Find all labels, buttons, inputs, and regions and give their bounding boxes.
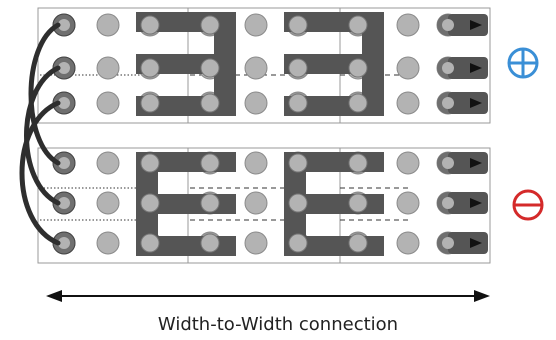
battery-post (140, 153, 160, 173)
battery-post (244, 231, 268, 255)
battery-post (200, 93, 220, 113)
jumper-cable (19, 100, 61, 246)
positive-terminal-icon (507, 47, 539, 79)
battery-post (288, 193, 308, 213)
battery-post (140, 15, 160, 35)
terminal-post-center (442, 97, 454, 109)
terminal-lug (448, 92, 488, 114)
battery-post (200, 153, 220, 173)
battery-post (396, 191, 420, 215)
battery-post (396, 56, 420, 80)
cable-post-center (58, 157, 70, 169)
battery-post (200, 193, 220, 213)
terminal-arrow (470, 198, 482, 208)
terminal-lug (448, 57, 488, 79)
bus-bar (136, 12, 236, 116)
battery-post (96, 13, 120, 37)
terminal-arrow (470, 238, 482, 248)
terminal-arrow (470, 98, 482, 108)
battery-post (140, 233, 160, 253)
jumper-cables (19, 13, 76, 255)
diagram-caption: Width-to-Width connection (157, 314, 399, 335)
battery-post (396, 231, 420, 255)
battery-post (96, 56, 120, 80)
cable-post-center (58, 197, 70, 209)
terminal-lug (448, 232, 488, 254)
battery-post (348, 93, 368, 113)
terminal-post-center (442, 237, 454, 249)
battery-post (244, 13, 268, 37)
battery-post (396, 151, 420, 175)
battery-post (96, 191, 120, 215)
battery-post (288, 233, 308, 253)
jumper-cable (28, 22, 61, 166)
terminal-lug (448, 14, 488, 36)
battery-post (140, 58, 160, 78)
bus-bar (284, 12, 384, 116)
battery-post (288, 15, 308, 35)
bus-bars (136, 12, 384, 256)
battery-post (140, 193, 160, 213)
battery-post (348, 58, 368, 78)
cable-post-center (58, 19, 70, 31)
cable-post-center (58, 62, 70, 74)
battery-post (288, 153, 308, 173)
terminal-lugs (437, 14, 488, 254)
terminal-lug (448, 152, 488, 174)
battery-post (244, 91, 268, 115)
negative-terminal-icon (512, 189, 544, 221)
battery-post (348, 15, 368, 35)
bus-bar (284, 152, 384, 256)
cable-post-center (58, 237, 70, 249)
terminal-post-center (442, 157, 454, 169)
battery-post (200, 15, 220, 35)
terminal-arrow (470, 158, 482, 168)
terminal-arrow (470, 20, 482, 30)
battery-post (348, 233, 368, 253)
battery-post (200, 233, 220, 253)
bus-bar (136, 152, 236, 256)
battery-post (396, 13, 420, 37)
terminal-arrow (470, 63, 482, 73)
terminal-post-center (442, 19, 454, 31)
battery-post (200, 58, 220, 78)
terminal-post-center (442, 197, 454, 209)
battery-post (96, 231, 120, 255)
battery-post (348, 193, 368, 213)
battery-post (244, 151, 268, 175)
battery-post (244, 56, 268, 80)
width-arrow (46, 290, 490, 302)
cable-post-center (58, 97, 70, 109)
battery-post (288, 93, 308, 113)
battery-post (396, 91, 420, 115)
battery-post (96, 151, 120, 175)
battery-post (96, 91, 120, 115)
battery-post (140, 93, 160, 113)
terminal-post-center (442, 62, 454, 74)
battery-post (288, 58, 308, 78)
terminal-lug (448, 192, 488, 214)
battery-post (348, 153, 368, 173)
battery-post (244, 191, 268, 215)
